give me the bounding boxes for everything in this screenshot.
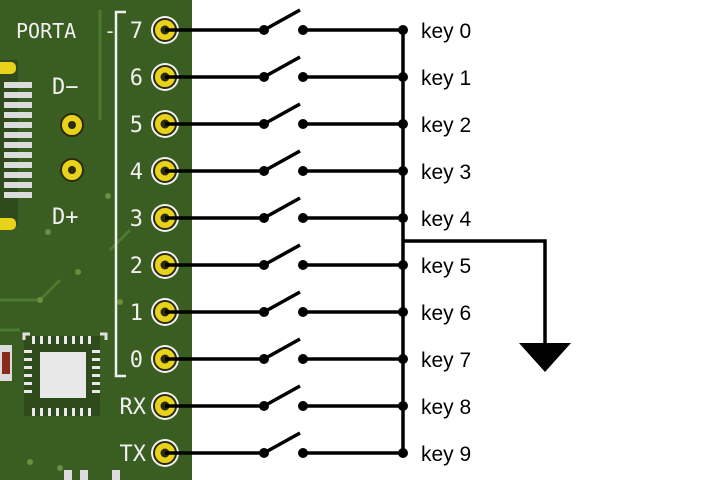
switch-rows: key 0 key 1 key 2 key 3 key 4 key 5 key 6 key 7… [165,8,472,466]
key-label: key 6 [421,302,471,325]
usb-dplus-label: D+ [52,205,79,230]
key-label: key 0 [421,20,471,43]
switch-row: key 8 [165,384,471,419]
switch-lever [263,149,301,173]
porta-label: PORTA [16,19,76,43]
switch-icon [259,149,308,176]
mcu-chip [22,332,108,416]
pin-label: TX [120,442,147,467]
switch-lever [263,243,301,267]
porta-bracket [114,10,126,378]
pin-label: 7 [130,19,143,44]
switch-icon [259,337,308,364]
switch-icon [259,290,308,317]
pin-label: 0 [130,348,143,373]
switch-icon [259,8,308,35]
porta-dash: - [104,19,116,43]
switch-row: key 4 [165,196,472,231]
key-label: key 7 [421,349,471,372]
switch-icon [259,431,308,458]
smd-component [0,345,12,381]
switch-icon [259,55,308,82]
pin-label: 3 [130,207,143,232]
pin-label: 1 [130,301,143,326]
key-label: key 9 [421,443,471,466]
switch-row: key 6 [165,290,471,325]
key-label: key 2 [421,114,471,137]
key-label: key 3 [421,161,471,184]
pin-label: 6 [130,66,143,91]
switch-row: key 7 [165,337,471,372]
pin-label: RX [120,395,147,420]
junction-dot [398,448,408,458]
bottom-pads [64,470,120,480]
switch-lever [263,337,301,361]
switch-row: key 5 [165,243,471,278]
pcb-vias [27,193,123,471]
switch-lever [263,102,301,126]
switch-row: key 9 [165,431,471,466]
switch-lever [263,290,301,314]
ground-wire [403,239,547,345]
switch-icon [259,196,308,223]
key-label: key 8 [421,396,471,419]
key-label: key 4 [421,208,472,231]
common-bus [401,30,571,452]
usb-data-pads [60,113,84,182]
pin-label: 5 [130,113,143,138]
key-label: key 5 [421,255,471,278]
switch-lever [263,431,301,455]
switch-lever [263,384,301,408]
switch-icon [259,102,308,129]
switch-icon [259,243,308,270]
key-label: key 1 [421,67,471,90]
pin-label: 4 [130,160,143,185]
switch-lever [263,8,301,32]
switch-row: key 0 [165,8,471,43]
pin-label: 2 [130,254,143,279]
switch-lever [263,55,301,79]
switch-icon [259,384,308,411]
switch-lever [263,196,301,220]
ground-icon [519,343,571,372]
usb-connector [0,60,32,230]
usb-dminus-label: D− [52,75,79,100]
switch-row: key 1 [165,55,471,90]
switch-row: key 3 [165,149,471,184]
switch-row: key 2 [165,102,471,137]
